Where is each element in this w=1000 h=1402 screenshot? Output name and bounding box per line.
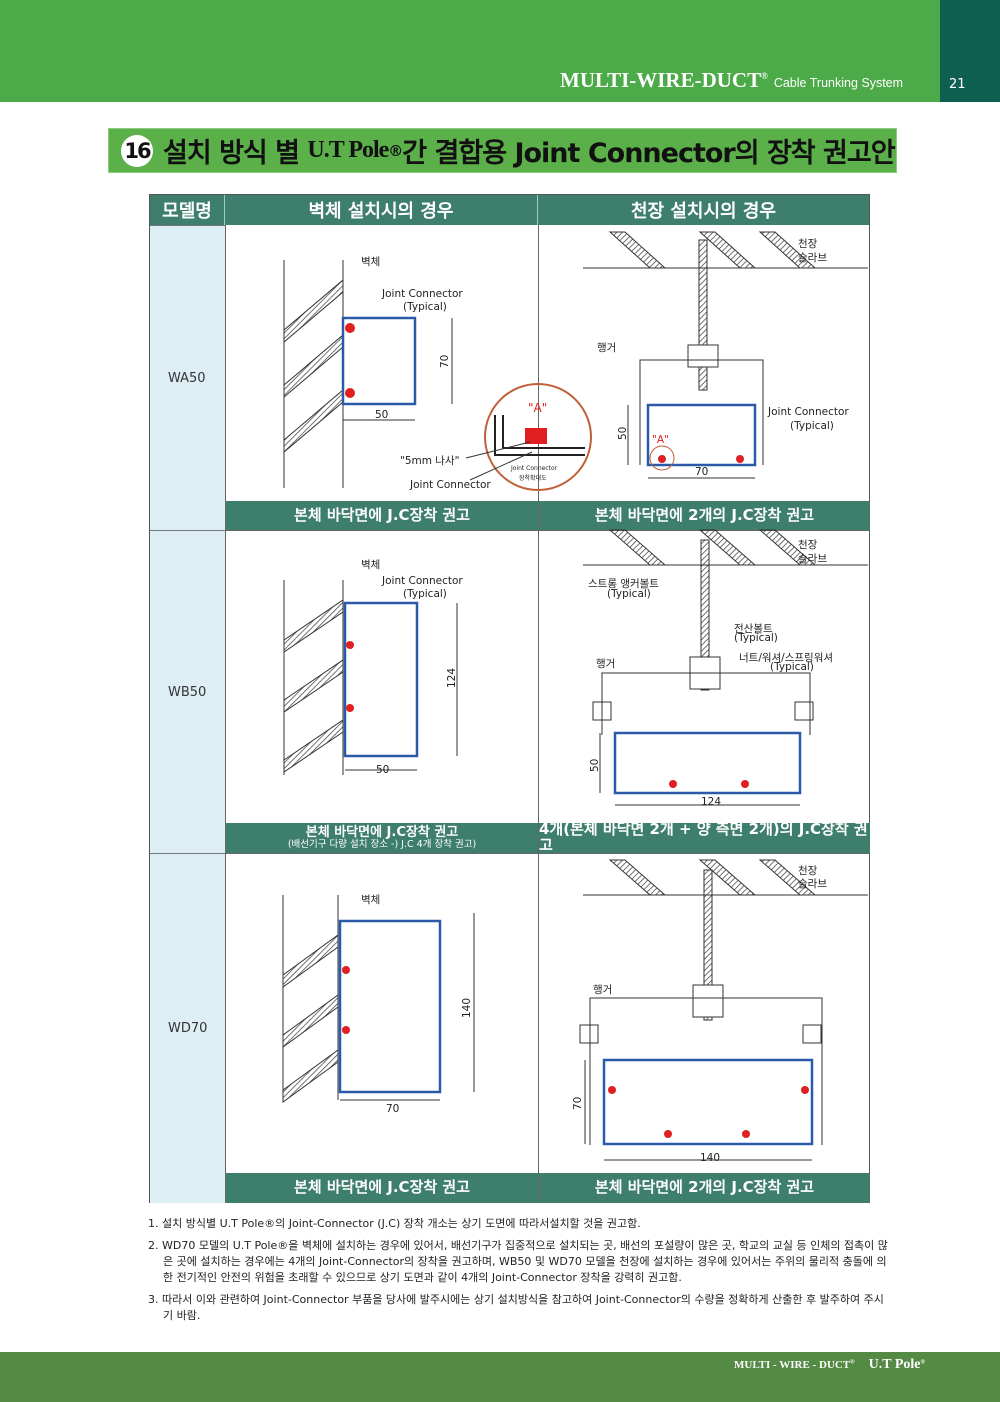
label-typical: (Typical) <box>790 420 834 432</box>
caption-wd70-ceiling: 본체 바닥면에 2개의 J.C장착 권고 <box>539 1173 870 1203</box>
wa50-ceiling-drawing <box>583 231 868 479</box>
caption-text: 4개(본체 바닥면 2개 + 양 측면 2개)의 J.C장착 권고 <box>539 820 868 854</box>
wa50-wall-drawing <box>283 260 592 491</box>
label-typical: (Typical) <box>607 588 651 600</box>
title-ut: U.T Pole <box>307 137 389 163</box>
model-wa50: WA50 <box>150 225 225 531</box>
label-jc: Joint Connector <box>382 288 463 300</box>
label-hanger: 행거 <box>596 658 616 670</box>
page-number: 21 <box>940 0 1000 102</box>
detail-label: 장착확대도 <box>519 475 547 482</box>
brand-name: MULTI-WIRE-DUCT <box>560 68 762 92</box>
label-typical: (Typical) <box>734 632 778 644</box>
divider <box>225 530 870 531</box>
footer-brand: MULTI - WIRE - DUCT®U.T Pole® <box>734 1357 925 1373</box>
label-slab2: 슬라브 <box>798 252 827 264</box>
dim-height: 124 <box>446 667 458 688</box>
reg-mark: ® <box>920 1359 925 1366</box>
label-slab: 천장 <box>798 238 818 250</box>
divider <box>225 853 870 854</box>
caption-subtext: (배선기구 다량 설치 장소 -) J.C 4개 장착 권고) <box>287 838 477 850</box>
label-typical: (Typical) <box>403 588 447 600</box>
dim-width: 70 <box>695 466 709 478</box>
title-part2: 간 결합용 Joint Connector의 장착 권고안 <box>402 138 895 169</box>
brand-header: MULTI-WIRE-DUCT® Cable Trunking System <box>560 68 903 93</box>
dim-width: 50 <box>376 764 390 776</box>
caption-text: 본체 바닥면에 2개의 J.C장착 권고 <box>594 505 815 524</box>
wd70-wall-drawing <box>282 895 475 1103</box>
caption-wa50-ceiling: 본체 바닥면에 2개의 J.C장착 권고 <box>539 501 870 530</box>
section-number: 16 <box>121 134 153 167</box>
footer-brand-name: MULTI - WIRE - DUCT <box>734 1359 851 1371</box>
label-typical: (Typical) <box>403 301 447 313</box>
model-wb50: WB50 <box>150 530 225 853</box>
label-wall: 벽체 <box>361 559 381 571</box>
caption-wd70-wall: 본체 바닥면에 J.C장착 권고 <box>226 1173 538 1203</box>
title-part1: 설치 방식 별 <box>163 138 300 169</box>
header-model: 모델명 <box>150 195 225 225</box>
label-hanger: 행거 <box>597 342 617 354</box>
caption-text: 본체 바닥면에 J.C장착 권고 <box>294 1178 470 1197</box>
label-jc2: Joint Connector <box>410 479 491 491</box>
note-2: 2. WD70 모델의 U.T Pole®을 벽체에 설치하는 경우에 있어서,… <box>148 1239 888 1284</box>
label-slab: 천장 <box>798 865 818 877</box>
detail-mark: "A" <box>528 401 548 415</box>
brand-subtitle: Cable Trunking System <box>773 76 904 90</box>
wd70-ceiling-drawing <box>579 859 868 1161</box>
caption-wb50-ceiling: 4개(본체 바닥면 2개 + 양 측면 2개)의 J.C장착 권고 <box>539 820 870 854</box>
footer-bar <box>0 1352 1000 1402</box>
caption-wa50-wall: 본체 바닥면에 J.C장착 권고 <box>226 501 538 530</box>
top-banner <box>0 0 940 102</box>
divider <box>225 225 226 1203</box>
reg-mark: ® <box>850 1359 855 1366</box>
label-jc: Joint Connector <box>768 406 849 418</box>
label-slab2: 슬라브 <box>798 878 827 890</box>
section-title: 16 설치 방식 별 U.T Pole®간 결합용 Joint Connector… <box>108 128 897 173</box>
dim-width: 50 <box>375 409 389 421</box>
dim-width: 124 <box>701 796 722 808</box>
header-ceiling: 천장 설치시의 경우 <box>538 195 869 225</box>
label-typical: (Typical) <box>770 661 814 673</box>
note-3: 3. 따라서 이와 관련하여 Joint-Connector 부품을 당사에 발… <box>148 1293 884 1322</box>
label-slab: 천장 <box>798 539 818 551</box>
label-screw: "5mm 나사" <box>400 455 460 467</box>
dim-height: 70 <box>572 1096 584 1110</box>
caption-wb50-wall: 본체 바닥면에 J.C장착 권고(배선기구 다량 설치 장소 -) J.C 4개… <box>226 823 538 853</box>
label-nut-washer: 너트/워셔/스프링워셔 <box>739 652 834 664</box>
label-wall: 벽체 <box>361 256 381 268</box>
dim-height: 70 <box>439 354 451 368</box>
wb50-ceiling-drawing <box>583 529 868 806</box>
caption-text: 본체 바닥면에 J.C장착 권고 <box>294 505 470 524</box>
header-wall: 벽체 설치시의 경우 <box>225 195 538 225</box>
installation-table: 모델명 벽체 설치시의 경우 천장 설치시의 경우 WA50 WB50 WD70… <box>149 194 870 1203</box>
divider <box>538 225 539 1203</box>
dim-height: 50 <box>617 426 629 440</box>
footer-product: U.T Pole <box>868 1357 921 1372</box>
model-wd70: WD70 <box>150 853 225 1203</box>
label-anchor-bolt: 스트롱 앵커볼트 <box>588 578 659 590</box>
label-threaded-bolt: 전산볼트 <box>734 623 773 635</box>
dim-height: 50 <box>589 758 601 772</box>
wb50-wall-drawing <box>283 580 458 775</box>
footnotes: 1. 설치 방식별 U.T Pole®의 Joint-Connector (J.… <box>148 1216 888 1330</box>
dim-width: 140 <box>700 1152 721 1164</box>
reg-mark: ® <box>761 71 768 81</box>
title-reg: ® <box>388 141 403 160</box>
label-jc: Joint Connector <box>382 575 463 587</box>
dim-height: 140 <box>461 997 473 1018</box>
label-wall: 벽체 <box>361 894 381 906</box>
label-hanger: 행거 <box>593 984 613 996</box>
caption-text: 본체 바닥면에 J.C장착 권고 <box>305 825 459 841</box>
dim-width: 70 <box>386 1103 400 1115</box>
caption-text: 본체 바닥면에 2개의 J.C장착 권고 <box>594 1178 815 1197</box>
note-1: 1. 설치 방식별 U.T Pole®의 Joint-Connector (J.… <box>148 1217 641 1230</box>
detail-jc: Joint Connector <box>511 465 558 472</box>
label-slab2: 슬라브 <box>798 553 827 565</box>
detail-mark: "A" <box>652 434 669 446</box>
